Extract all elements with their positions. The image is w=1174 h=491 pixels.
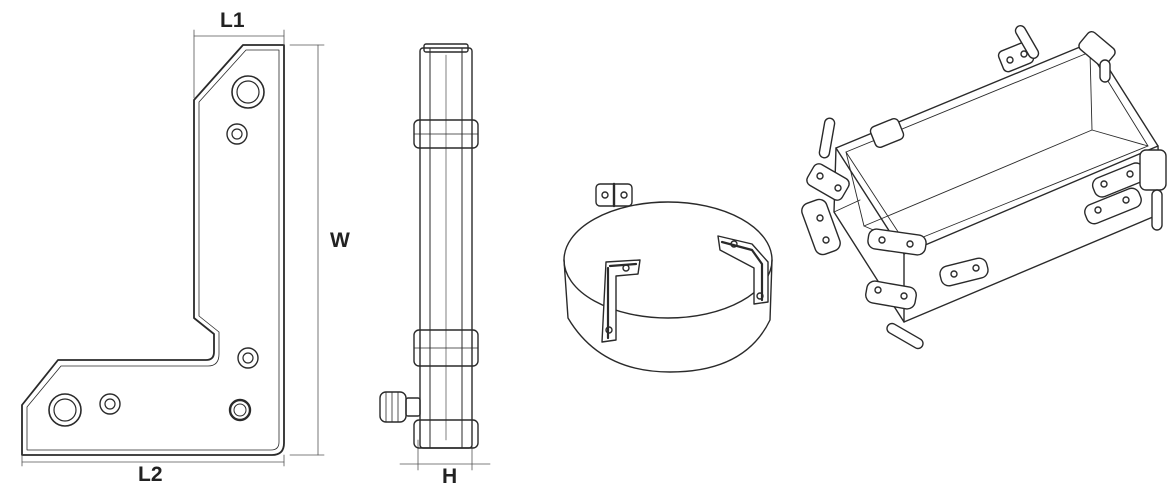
small-hole-top <box>226 123 248 145</box>
box-clamp-8 <box>1139 149 1167 231</box>
small-hole-bottom <box>99 393 121 415</box>
large-hole-top <box>231 75 265 109</box>
clamp-left <box>601 259 641 343</box>
box-clamp-7 <box>1078 30 1116 83</box>
dimension-label-w: W <box>330 229 350 252</box>
front-view-plate <box>21 44 285 456</box>
box-clamp-3 <box>939 257 989 287</box>
dimension-label-l1: L1 <box>220 9 245 32</box>
box-clamp-4 <box>1084 187 1142 225</box>
switch-hole <box>228 398 252 422</box>
knob-icon <box>379 391 421 423</box>
box-application <box>801 25 1167 350</box>
box-clamp-1 <box>806 117 850 201</box>
clamp-right <box>717 235 769 305</box>
large-hole-bottom <box>48 393 82 427</box>
small-hole-corner <box>237 347 259 369</box>
plate-inner-outline <box>26 49 280 451</box>
clamp-top <box>595 182 633 208</box>
dimension-label-l2: L2 <box>138 463 163 486</box>
box-clamp-11 <box>801 198 841 256</box>
dimension-label-h: H <box>442 465 458 488</box>
box-clamp-9 <box>869 117 905 149</box>
box-clamp-2 <box>867 228 927 256</box>
box-clamp-10 <box>865 280 924 350</box>
dimension-lines <box>21 29 491 471</box>
plate-outline <box>21 44 285 456</box>
side-view <box>379 43 479 449</box>
box-clamp-6 <box>997 25 1040 73</box>
cylinder-application <box>563 182 773 373</box>
